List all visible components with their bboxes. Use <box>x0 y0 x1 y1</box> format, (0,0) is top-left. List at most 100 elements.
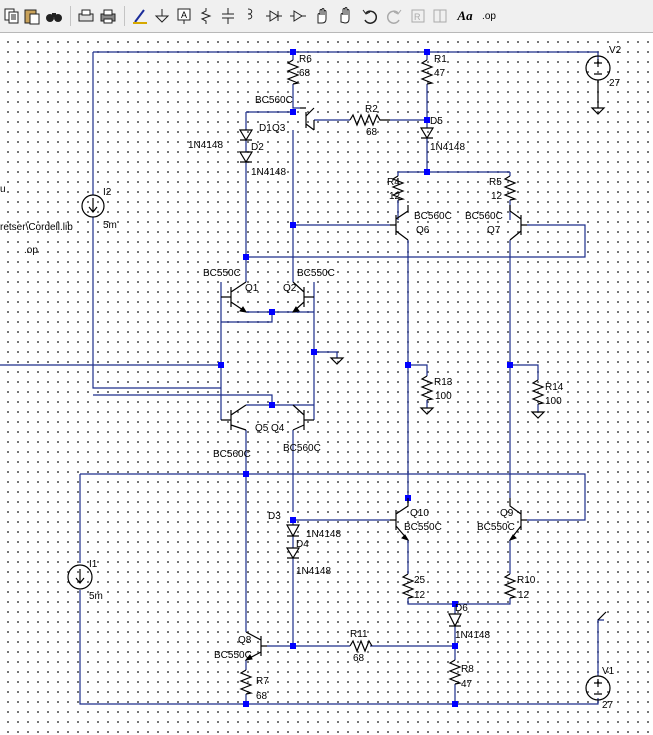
draw-wire-icon[interactable] <box>130 6 150 26</box>
r10-value: 12 <box>518 590 530 601</box>
q7-name: Q7 <box>487 225 501 236</box>
v1-value: 27 <box>602 700 614 711</box>
resistor-R6[interactable] <box>286 59 301 85</box>
move-icon[interactable] <box>312 6 332 26</box>
inductor-icon[interactable] <box>240 6 260 26</box>
d6-model: 1N4148 <box>455 630 490 641</box>
capacitor-icon[interactable] <box>218 6 238 26</box>
q2-name: Q2 <box>283 283 297 294</box>
d5-model: 1N4148 <box>430 142 465 153</box>
svg-text:A: A <box>181 10 187 20</box>
schematic: R6 68 R1 47 R2 68 BC560C Q3 D1 1N4148 D2… <box>0 45 622 711</box>
r14-name: R14 <box>545 382 564 393</box>
r2-value: 68 <box>366 127 378 138</box>
resistor-R8[interactable] <box>448 659 463 685</box>
junctions <box>218 49 513 707</box>
r6-name: R6 <box>299 54 312 65</box>
resistor-R14[interactable] <box>530 379 546 419</box>
r5-value: 12 <box>491 191 503 202</box>
svg-text:R: R <box>414 12 421 22</box>
voltage-source-V1[interactable] <box>585 675 611 701</box>
diode-D5[interactable] <box>419 127 435 140</box>
schematic-canvas[interactable]: R6 68 R1 47 R2 68 BC560C Q3 D1 1N4148 D2… <box>0 33 653 735</box>
transistor-Q1[interactable] <box>221 281 247 313</box>
d2-model: 1N4148 <box>251 167 286 178</box>
resistor-R7[interactable] <box>239 669 254 695</box>
resistor-R4[interactable] <box>391 175 406 201</box>
current-source-I1[interactable] <box>67 564 93 590</box>
transistor-Q10[interactable] <box>390 498 410 541</box>
left-text-u: u <box>0 184 6 195</box>
d2-name: D2 <box>251 142 264 153</box>
transistor-Q2[interactable] <box>292 281 314 313</box>
paste-icon[interactable] <box>22 6 42 26</box>
i2-name: I2 <box>103 187 112 198</box>
q6-model: BC560C <box>414 211 452 222</box>
q3-name: Q3 <box>272 123 286 134</box>
diode-D6[interactable] <box>448 613 462 628</box>
component-icon[interactable] <box>288 6 308 26</box>
q8-name: Q8 <box>238 635 252 646</box>
drag-icon[interactable] <box>336 6 356 26</box>
resistor-icon[interactable] <box>196 6 216 26</box>
diode-D3[interactable] <box>285 524 301 538</box>
transistor-Q3[interactable] <box>300 107 315 131</box>
ground-icon[interactable] <box>152 6 172 26</box>
transistor-Q4[interactable] <box>292 404 314 431</box>
text-icon-label: Aa <box>457 8 473 23</box>
r7-name: R7 <box>256 676 269 687</box>
r4-value: 12 <box>389 191 401 202</box>
resistor-R5[interactable] <box>503 175 518 201</box>
resistor-R2[interactable] <box>349 113 390 127</box>
q10-model: BC550C <box>404 522 442 533</box>
label-net-icon[interactable]: A <box>174 6 194 26</box>
r13-value: 100 <box>435 391 452 402</box>
q3-model: BC560C <box>255 95 293 106</box>
print-icon[interactable] <box>98 6 118 26</box>
resistor-R1[interactable] <box>420 59 435 85</box>
q5-model: BC560C <box>213 449 251 460</box>
resistor-R11[interactable] <box>349 639 373 653</box>
undo-icon[interactable] <box>360 6 380 26</box>
transistor-Q5[interactable] <box>221 404 247 431</box>
diode-D2[interactable] <box>238 151 254 164</box>
diode-icon[interactable] <box>264 6 284 26</box>
i1-value: 5m <box>89 591 103 602</box>
r4-name: R4 <box>387 177 400 188</box>
transistor-Q6[interactable] <box>390 205 409 241</box>
i1-name: I1 <box>89 559 98 570</box>
library-directive: retser\Cordell.lib <box>0 222 73 233</box>
diode-D1[interactable] <box>238 129 254 142</box>
d5-name: D5 <box>430 116 443 127</box>
transistor-Q8[interactable] <box>244 631 267 661</box>
resistor-R13[interactable] <box>419 375 435 415</box>
print-setup-icon[interactable] <box>76 6 96 26</box>
r13-name: R13 <box>434 377 453 388</box>
find-icon[interactable] <box>44 6 64 26</box>
ground-flag-v1 <box>597 611 607 621</box>
resistor-R25[interactable] <box>401 573 416 599</box>
current-source-I2[interactable] <box>81 194 105 218</box>
transistor-Q7[interactable] <box>509 205 527 241</box>
redo-icon[interactable] <box>384 6 404 26</box>
spice-directive-label: .op <box>482 10 496 22</box>
transistor-Q9[interactable] <box>508 498 527 541</box>
q8-model: BC550C <box>214 650 252 661</box>
text-icon[interactable]: Aa <box>454 6 476 26</box>
diode-D4[interactable] <box>285 547 301 560</box>
q1-model: BC550C <box>203 268 241 279</box>
ground-symbol <box>329 357 345 365</box>
mirror-icon[interactable] <box>430 6 450 26</box>
r1-value: 47 <box>434 68 446 79</box>
v2-value: 27 <box>609 78 621 89</box>
copy-icon[interactable] <box>2 6 22 26</box>
resistor-R10[interactable] <box>503 573 518 599</box>
voltage-source-V2[interactable] <box>585 55 611 115</box>
r2-name: R2 <box>365 104 378 115</box>
spice-directive-icon[interactable]: .op <box>478 6 500 26</box>
wires <box>0 51 604 705</box>
rotate-icon[interactable]: R <box>408 6 428 26</box>
r11-name: R11 <box>350 629 368 640</box>
labels: R6 68 R1 47 R2 68 BC560C Q3 D1 1N4148 D2… <box>0 45 622 711</box>
q9-model: BC550C <box>477 522 515 533</box>
